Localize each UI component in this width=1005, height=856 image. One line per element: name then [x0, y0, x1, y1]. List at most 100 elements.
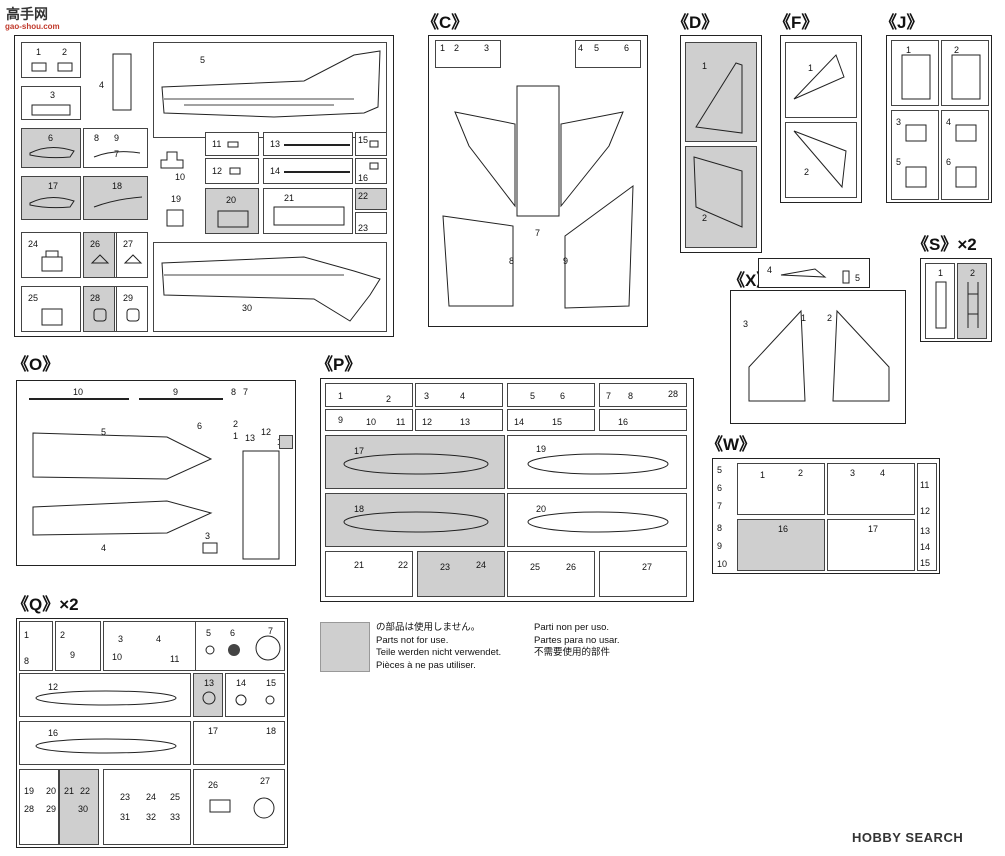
part-x4-5: 4 5 [758, 258, 870, 288]
legend-text-col2: Parti non per uso. Partes para no usar. … [534, 622, 620, 658]
part-j4-6: 4 6 [941, 110, 989, 200]
part-f2: 2 [785, 122, 857, 198]
unused-a26: 26 [83, 232, 115, 278]
part-p9-11: 9 10 11 [325, 409, 413, 431]
unused-p18: 18 [325, 493, 505, 547]
part-p25-26: 25 26 [507, 551, 595, 597]
unused-s2: 2 [957, 263, 987, 339]
part-a21: 21 [263, 188, 353, 234]
part-q26-27: 26 27 [193, 769, 285, 845]
part-a24-cell: 24 [21, 232, 81, 278]
sprue-o: 10 9 8 7 5 6 4 3 2 1 13 12 11 [16, 380, 296, 566]
part-f1: 1 [785, 42, 857, 118]
sprue-w-label: 《W》 [706, 435, 757, 454]
part-q23-33: 23 24 25 31 32 33 [103, 769, 191, 845]
part-a7-cell: 8 9 7 [83, 128, 148, 168]
part-cell-a1-2: 1 2 [21, 42, 81, 78]
sprue-p-label: 《P》 [316, 355, 362, 374]
sprue-f-label: 《F》 [774, 13, 819, 32]
part-a15: 15 [355, 132, 387, 156]
sprue-c-drawing [442, 85, 634, 309]
sprue-q: 1 8 2 9 3 4 10 11 5 6 7 12 16 13 14 15 1… [16, 618, 288, 848]
part-a29-cell: 29 [116, 286, 148, 332]
part-a16: 16 [355, 158, 387, 184]
part-s1: 1 [925, 263, 955, 339]
unused-o11 [279, 435, 293, 449]
watermark-site: gao-shou.com [5, 22, 60, 31]
unused-w16: 16 [737, 519, 825, 571]
watermark-brand: HOBBY SEARCH [852, 830, 964, 845]
part-w11-15: 11 12 13 14 15 [917, 463, 937, 571]
sprue-f: 1 2 [780, 35, 862, 203]
sprue-a: 1 2 3 6 8 9 7 17 18 24 26 27 [14, 35, 394, 337]
part-p21-22: 21 22 [325, 551, 413, 597]
part-q14-15: 14 15 [225, 673, 285, 717]
legend-unused-swatch [320, 622, 370, 672]
part-p20: 20 [507, 493, 687, 547]
sprue-c: 1 2 3 4 5 6 7 8 9 [428, 35, 648, 327]
part-a30: 30 [153, 242, 387, 332]
unused-a20: 20 [205, 188, 259, 234]
part-p14-15: 14 15 [507, 409, 595, 431]
unused-a18: 18 [83, 176, 148, 220]
unused-a22: 22 [355, 188, 387, 210]
part-j3-5: 3 5 [891, 110, 939, 200]
part-a25-cell: 25 [21, 286, 81, 332]
part-w3-4: 3 4 [827, 463, 915, 515]
sprue-o-label: 《O》 [12, 355, 60, 374]
part-q5-7: 5 6 7 [195, 621, 285, 671]
sprue-c-label: 《C》 [422, 13, 469, 32]
unused-a28: 28 [83, 286, 115, 332]
sprue-q-label: 《Q》×2 [12, 595, 79, 614]
part-j2: 2 [941, 40, 989, 106]
part-a12: 12 [205, 158, 259, 184]
part-a5: 5 [153, 42, 387, 138]
part-q19-29: 19 28 20 29 [19, 769, 59, 845]
unused-q13: 13 [193, 673, 223, 717]
sprue-d-label: 《D》 [672, 13, 719, 32]
part-a13: 13 [263, 132, 353, 156]
sprue-s-label: 《S》×2 [912, 235, 977, 254]
part-c1-3: 1 2 3 [435, 40, 501, 68]
part-q16: 16 [19, 721, 191, 765]
sprue-s: 1 2 [920, 258, 992, 342]
sprue-j: 1 2 3 5 4 6 [886, 35, 992, 203]
part-j1: 1 [891, 40, 939, 106]
part-p27: 27 [599, 551, 687, 597]
unused-d1: 1 [685, 42, 757, 142]
sprue-j-label: 《J》 [880, 13, 924, 32]
part-p3-4: 3 4 [415, 383, 503, 407]
watermark-logo: 高手网 [6, 6, 48, 22]
part-a10: 10 [153, 146, 197, 186]
part-q1-8: 1 8 [19, 621, 53, 671]
sprue-w: 5 6 7 8 9 10 1 2 3 4 16 17 11 12 13 14 1… [712, 458, 940, 574]
sprue-d: 1 2 [680, 35, 762, 253]
part-p16: 16 [599, 409, 687, 431]
part-a19: 19 [153, 188, 199, 234]
unused-p17: 17 [325, 435, 505, 489]
unused-d2: 2 [685, 146, 757, 248]
part-p19: 19 [507, 435, 687, 489]
part-w1-2: 1 2 [737, 463, 825, 515]
part-p7-28: 7 8 28 [599, 383, 687, 407]
part-a23: 23 [355, 212, 387, 234]
part-p12-13: 12 13 [415, 409, 503, 431]
unused-q21-30: 21 22 30 [59, 769, 99, 845]
part-a11: 11 [205, 132, 259, 156]
part-p1-2: 1 2 [325, 383, 413, 407]
part-a14: 14 [263, 158, 353, 184]
part-cell-a3: 3 [21, 86, 81, 120]
unused-a6: 6 [21, 128, 81, 168]
part-q12: 12 [19, 673, 191, 717]
part-a4: 4 [99, 50, 139, 114]
part-q2-9: 2 9 [55, 621, 101, 671]
part-p5-6: 5 6 [507, 383, 595, 407]
sprue-x: 3 1 2 [730, 290, 906, 424]
unused-p23-24: 23 24 [417, 551, 505, 597]
part-q3-11: 3 4 10 11 [103, 621, 203, 671]
unused-a17: 17 [21, 176, 81, 220]
sprue-p: 1 2 3 4 5 6 7 8 28 9 10 11 12 13 14 15 1… [320, 378, 694, 602]
part-q17-18: 17 18 [193, 721, 285, 765]
part-c4-6: 4 5 6 [575, 40, 641, 68]
part-a27-cell: 27 [116, 232, 148, 278]
